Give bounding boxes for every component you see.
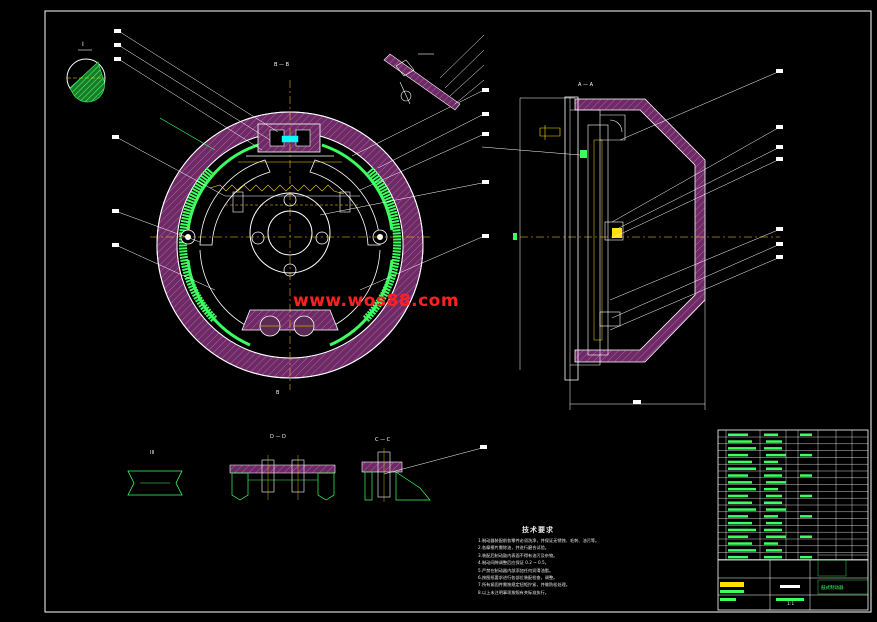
parts-list-entry bbox=[764, 474, 782, 477]
section-cc-label: C — C bbox=[375, 437, 391, 443]
parts-list-entry bbox=[728, 508, 756, 511]
detail-i-circle: I bbox=[66, 41, 106, 103]
svg-text:B: B bbox=[276, 390, 280, 396]
parts-list-entry bbox=[764, 528, 782, 532]
parts-list-entry bbox=[728, 467, 756, 470]
parts-list-entry bbox=[728, 481, 752, 484]
parts-list-entry bbox=[766, 521, 782, 525]
parts-list-entry bbox=[766, 453, 786, 457]
front-view-brake-assembly: B — B B bbox=[150, 62, 430, 396]
parts-list-entry bbox=[766, 508, 786, 511]
parts-list-entry bbox=[766, 535, 786, 538]
parts-list-entry bbox=[800, 535, 812, 538]
parts-list-entry bbox=[764, 555, 782, 559]
parts-list-entry bbox=[764, 433, 778, 436]
technical-note-line: 5.严禁在制动器内部添加任何润滑油脂。 bbox=[478, 567, 554, 573]
parts-list-entry bbox=[800, 555, 812, 559]
parts-list-entry bbox=[800, 433, 812, 436]
side-view-leaders bbox=[481, 71, 779, 331]
parts-list-entry bbox=[766, 549, 782, 552]
parts-list-entry bbox=[728, 549, 756, 552]
parts-list-entry bbox=[728, 515, 748, 518]
detail-top-bracket bbox=[383, 34, 485, 111]
detail-iii-label: III bbox=[150, 450, 154, 456]
parts-list-table bbox=[717, 429, 869, 611]
sheet-border bbox=[44, 10, 872, 613]
parts-list-entry bbox=[728, 528, 756, 532]
parts-list-entry bbox=[766, 440, 782, 443]
parts-list-entry bbox=[766, 494, 782, 498]
technical-note-line: 8.以上未注明事项按照有关标准执行。 bbox=[478, 589, 549, 595]
parts-list-entry bbox=[764, 460, 778, 464]
parts-list-entry bbox=[800, 494, 812, 498]
technical-notes-list: 1.制动器装配前各零件必须洗净，并保证无锈蚀、毛刺、油污等。 2.各摩擦片需除油… bbox=[478, 537, 678, 596]
parts-list-entry bbox=[728, 555, 748, 559]
front-view-leaders bbox=[117, 31, 483, 291]
parts-list-entry bbox=[728, 447, 756, 450]
detail-iii-profile: III bbox=[127, 450, 183, 496]
technical-note-line: 2.各摩擦片需除油，并进行磨合试验。 bbox=[478, 545, 549, 551]
parts-list-entry bbox=[764, 501, 782, 504]
parts-list-entry bbox=[764, 515, 778, 518]
parts-list-entry bbox=[728, 535, 748, 538]
side-section-view: A — A bbox=[513, 82, 780, 410]
parts-list-entry bbox=[728, 460, 752, 464]
technical-notes-title: 技术要求 bbox=[522, 526, 554, 534]
technical-note-line: 7.所有紧固件需按规定扭矩拧紧，并做防松处理。 bbox=[478, 582, 570, 588]
front-view-leader-tags bbox=[112, 29, 489, 247]
parts-list-entry bbox=[728, 494, 748, 498]
technical-note-line: 1.制动器装配前各零件必须洗净，并保证无锈蚀、毛刺、油污等。 bbox=[478, 538, 600, 543]
parts-list-entry bbox=[728, 542, 752, 545]
technical-note-line: 4.制动间隙调整后应保证 0.2 ~ 0.5。 bbox=[478, 560, 549, 566]
parts-list-entry bbox=[728, 487, 756, 491]
parts-list-entry bbox=[728, 433, 748, 436]
parts-list-entry bbox=[728, 501, 752, 504]
technical-note-line: 6.按图纸要求进行各部位装配检查，调整。 bbox=[478, 575, 558, 581]
section-dd-label: D — D bbox=[270, 434, 286, 440]
detail-dd-section: D — D bbox=[229, 434, 336, 501]
parts-list-entry bbox=[800, 474, 812, 477]
side-view-leader-tags bbox=[776, 69, 783, 259]
parts-list-entry bbox=[764, 542, 778, 545]
parts-list-entry bbox=[764, 487, 778, 491]
section-bb-label: B — B bbox=[274, 62, 290, 68]
parts-list-entry bbox=[728, 521, 752, 525]
section-aa-label: A — A bbox=[578, 82, 594, 88]
detail-i-label: I bbox=[82, 41, 84, 48]
drawing-name: 鼓式制动器 bbox=[821, 586, 844, 591]
parts-list-entry bbox=[728, 474, 748, 477]
parts-list-entry bbox=[728, 453, 748, 457]
drawing-scale: 1:1 bbox=[787, 602, 795, 607]
parts-list-entry bbox=[800, 515, 812, 518]
parts-list-entry bbox=[766, 467, 782, 470]
parts-list-entry bbox=[728, 440, 752, 443]
technical-note-line: 3.装配后制动鼓内表面不得有油污及杂物。 bbox=[478, 552, 558, 558]
parts-list-entry bbox=[766, 481, 786, 484]
detail-cc-section: C — C bbox=[361, 437, 487, 502]
watermark-text: www.wos88.com bbox=[293, 291, 460, 311]
parts-list-entry bbox=[764, 447, 782, 450]
parts-list-entry bbox=[800, 453, 812, 457]
